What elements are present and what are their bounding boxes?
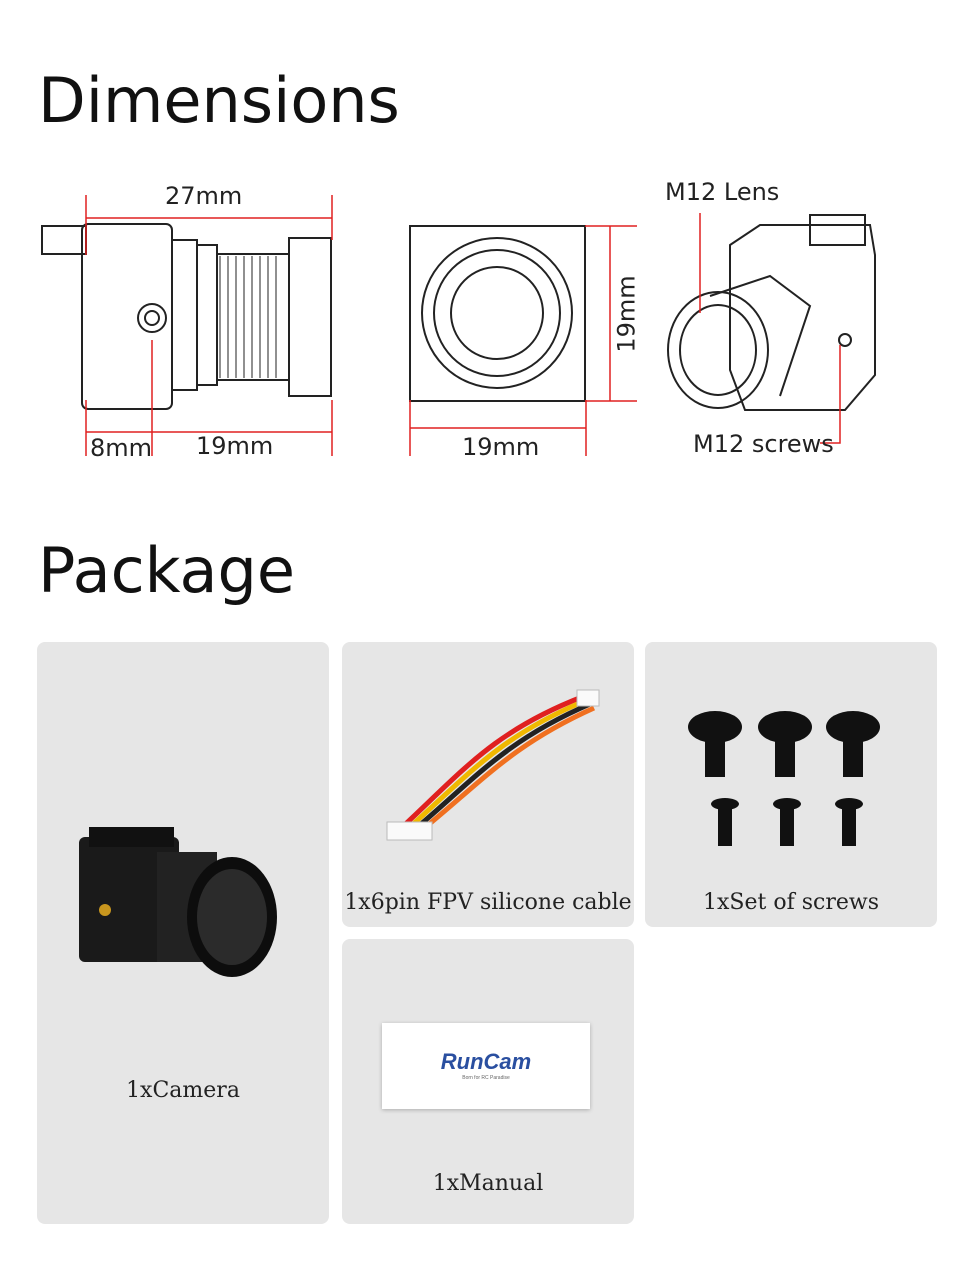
front-height-label: 19mm bbox=[612, 275, 641, 353]
dimensions-title: Dimensions bbox=[38, 64, 400, 137]
screws-image bbox=[688, 711, 880, 846]
side-width-label: 27mm bbox=[165, 182, 243, 210]
side-lens-label: 19mm bbox=[196, 432, 274, 460]
runcam-logo: RunCam bbox=[440, 1049, 532, 1074]
camera-caption: 1xCamera bbox=[126, 1078, 240, 1103]
dimension-drawings bbox=[41, 195, 876, 456]
package-title: Package bbox=[38, 534, 295, 607]
runcam-tagline: Born for RC Paradise bbox=[462, 1075, 510, 1081]
side-view-drawing bbox=[41, 223, 332, 410]
package-item-cable: 1x6pin FPV silicone cable bbox=[342, 642, 634, 927]
package-item-camera: 1xCamera bbox=[37, 642, 329, 1224]
manual-caption: 1xManual bbox=[432, 1171, 544, 1196]
screws-caption: 1xSet of screws bbox=[703, 890, 879, 915]
side-front-label: 8mm bbox=[90, 434, 153, 462]
cable-caption: 1x6pin FPV silicone cable bbox=[344, 890, 632, 915]
package-item-manual: RunCam Born for RC Paradise 1xManual bbox=[342, 939, 634, 1224]
front-view-drawing bbox=[409, 225, 586, 402]
package-item-screws: 1xSet of screws bbox=[645, 642, 937, 927]
front-width-label: 19mm bbox=[462, 433, 540, 461]
iso-view-drawing bbox=[667, 214, 876, 411]
cable-image bbox=[386, 689, 600, 841]
screws-label: M12 screws bbox=[693, 430, 834, 458]
camera-image bbox=[79, 827, 277, 977]
manual-image: RunCam Born for RC Paradise bbox=[382, 1023, 590, 1109]
dimension-lines bbox=[85, 195, 841, 456]
lens-label: M12 Lens bbox=[665, 178, 780, 206]
